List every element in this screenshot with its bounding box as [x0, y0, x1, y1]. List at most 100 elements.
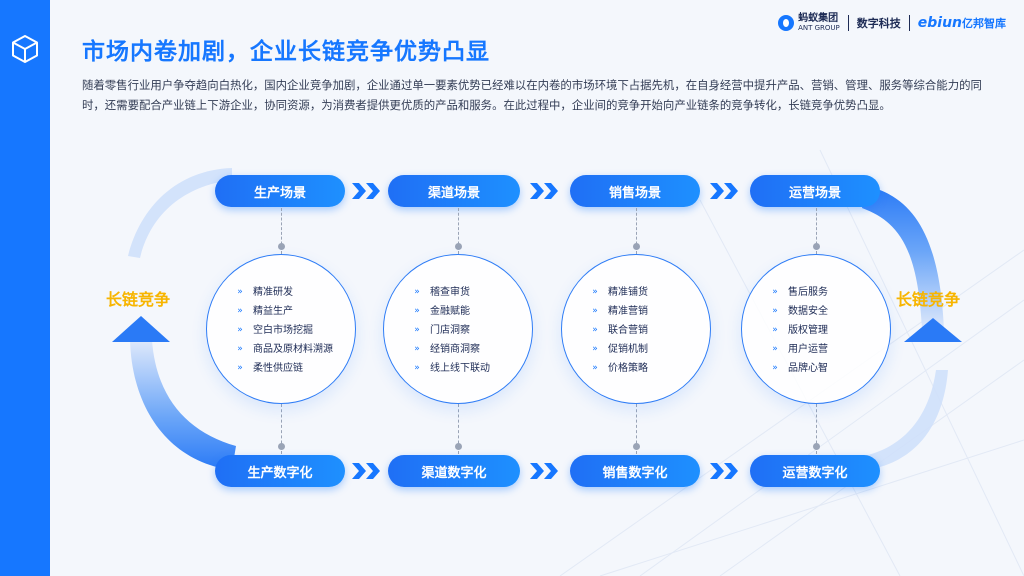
list-item: »精准铺货 [582, 283, 648, 302]
bullet-chevron-icon: » [414, 363, 420, 373]
list-item: »空白市场挖掘 [227, 321, 333, 340]
bullet-chevron-icon: » [592, 287, 598, 297]
intro-paragraph: 随着零售行业用户争夺趋向白热化，国内企业竞争加剧，企业通过单一要素优势已经难以在… [82, 78, 982, 112]
ant-logo-cn: 蚂蚁集团 [798, 13, 839, 24]
ant-group-logo: 蚂蚁集团 ANT GROUP [778, 14, 840, 32]
side-label-right: 长链竞争 [896, 290, 961, 309]
capability-circle: » 稽查审货 » 金融赋能 »门店洞察 » 经销商洞察 » 线上线下联动 [383, 254, 533, 404]
list-item: » 经销商洞察 [404, 340, 490, 359]
right-bottom-arc [864, 370, 948, 470]
list-item: » 促销机制 [582, 340, 648, 359]
bullet-chevron-icon: » [414, 306, 420, 316]
bullet-chevron-icon: » [237, 363, 243, 373]
bullet-chevron-icon: » [772, 363, 778, 373]
list-item-label: 精益生产 [253, 306, 293, 317]
list-item: »用户运营 [762, 340, 828, 359]
bullet-chevron-icon: » [237, 344, 243, 354]
list-item-label: 金融赋能 [430, 306, 470, 317]
right-arrowhead [904, 318, 962, 342]
connector-dot [278, 243, 285, 250]
ebiun-logo-cn: 亿邦智库 [962, 17, 1006, 30]
connector-line [636, 404, 637, 454]
stage-pill-bottom: 销售数字化 [570, 455, 700, 487]
page-title: 市场内卷加剧，企业长链竞争优势凸显 [82, 39, 490, 65]
bullet-chevron-icon: » [592, 363, 598, 373]
digital-tech-logo: 数字科技 [856, 17, 901, 30]
capability-circle: »精准研发 »精益生产 »空白市场挖掘 »商品及原材料溯源 »柔性供应链 [206, 254, 356, 404]
list-item-label: 联合营销 [608, 325, 648, 336]
list-item-label: 线上线下联动 [430, 363, 490, 374]
bullet-chevron-icon: » [237, 287, 243, 297]
list-item-label: 柔性供应链 [253, 363, 303, 374]
ebiun-logo-en: ebiun [917, 15, 962, 31]
chevron-right-icon [352, 463, 380, 479]
list-item: »精准研发 [227, 283, 333, 302]
list-item: » 线上线下联动 [404, 359, 490, 378]
connector-dot [813, 443, 820, 450]
left-arrowhead [112, 316, 170, 342]
bullet-chevron-icon: » [237, 306, 243, 316]
list-item: »数据安全 [762, 302, 828, 321]
connector-line [816, 404, 817, 454]
ant-logo-icon [778, 15, 795, 31]
chevron-right-icon [352, 183, 380, 199]
list-item-label: 数据安全 [788, 306, 828, 317]
list-item: » 价格策略 [582, 359, 648, 378]
list-item: » 柔性供应链 [227, 359, 333, 378]
side-label-left: 长链竞争 [106, 290, 171, 309]
list-item: »售后服务 [762, 283, 828, 302]
connector-line [636, 208, 637, 254]
connector-dot [813, 243, 820, 250]
connector-line [458, 208, 459, 254]
bullet-chevron-icon: » [592, 344, 598, 354]
list-item: » 稽查审货 [404, 283, 490, 302]
ant-logo-en: ANT GROUP [798, 24, 840, 32]
connector-line [816, 208, 817, 254]
list-item: »精准营销 [582, 302, 648, 321]
left-accent-bar [0, 0, 50, 576]
stage-pill-bottom: 生产数字化 [215, 455, 345, 487]
chevron-right-icon [530, 183, 558, 199]
list-item-label: 促销机制 [608, 344, 648, 355]
capability-list: »精准研发 »精益生产 »空白市场挖掘 »商品及原材料溯源 »柔性供应链 [227, 283, 333, 378]
bullet-chevron-icon: » [414, 287, 420, 297]
list-item: » 金融赋能 [404, 302, 490, 321]
list-item: »门店洞察 [404, 321, 490, 340]
chevron-right-icon [530, 463, 558, 479]
stage-pill-top: 生产场景 [215, 175, 345, 207]
stage-pill-top: 销售场景 [570, 175, 700, 207]
bullet-chevron-icon: » [592, 325, 598, 335]
capability-circle: »精准铺货 »精准营销 »联合营销 »促销机制 »价格策略 [561, 254, 711, 404]
chevron-right-icon [710, 463, 738, 479]
stage-pill-top: 运营场景 [750, 175, 880, 207]
connector-dot [455, 243, 462, 250]
list-item-label: 空白市场挖掘 [253, 325, 313, 336]
list-item-label: 经销商洞察 [430, 344, 480, 355]
connector-line [458, 404, 459, 454]
bullet-chevron-icon: » [414, 344, 420, 354]
stage-pill-top: 渠道场景 [388, 175, 520, 207]
capability-list: »精准铺货 »精准营销 »联合营销 »促销机制 »价格策略 [582, 283, 648, 378]
list-item-label: 门店洞察 [430, 325, 470, 336]
list-item-label: 售后服务 [788, 287, 828, 298]
bullet-chevron-icon: » [772, 344, 778, 354]
connector-dot [633, 243, 640, 250]
left-top-arc [128, 168, 232, 258]
bullet-chevron-icon: » [772, 325, 778, 335]
connector-line [281, 404, 282, 454]
left-cycle-arrow [130, 340, 236, 470]
stage-pill-bottom: 渠道数字化 [388, 455, 520, 487]
stage-pill-bottom: 运营数字化 [750, 455, 880, 487]
capability-list: »售后服务 »数据安全 »版权管理 »用户运营 »品牌心智 [762, 283, 828, 378]
list-item-label: 品牌心智 [788, 363, 828, 374]
capability-list: » 稽查审货 » 金融赋能 »门店洞察 » 经销商洞察 » 线上线下联动 [404, 283, 490, 378]
list-item-label: 商品及原材料溯源 [253, 344, 333, 355]
cube-icon [12, 35, 38, 63]
list-item-label: 稽查审货 [430, 287, 470, 298]
connector-dot [278, 443, 285, 450]
list-item-label: 价格策略 [608, 363, 648, 374]
list-item-label: 精准营销 [608, 306, 648, 317]
list-item: » 商品及原材料溯源 [227, 340, 333, 359]
brand-logos: 蚂蚁集团 ANT GROUP 数字科技 ebiun 亿邦智库 [778, 14, 1006, 32]
